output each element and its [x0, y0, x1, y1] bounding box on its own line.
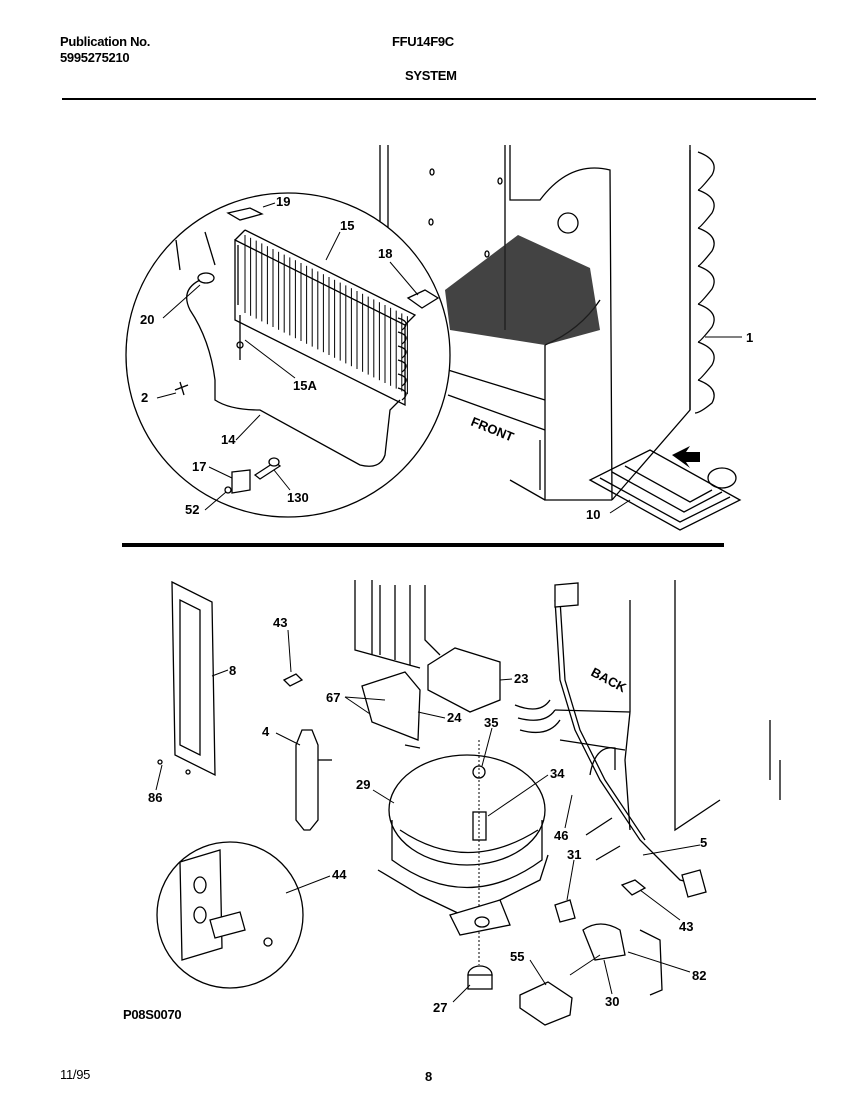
callout-14: 14 [221, 432, 236, 447]
part-55-cover [519, 981, 573, 1026]
footer-date: 11/95 [60, 1067, 91, 1082]
callout-27: 27 [433, 1000, 447, 1015]
callout-1: 1 [746, 330, 753, 345]
part-82-clip [639, 929, 663, 996]
diagram-code: P08S0070 [123, 1007, 182, 1022]
publication-number: 5995275210 [60, 50, 130, 65]
leader-lines-bottom [155, 629, 701, 1003]
part-18 [406, 289, 440, 309]
part-19 [226, 207, 264, 221]
leader-lines-top [156, 202, 742, 514]
plug-top [554, 582, 579, 608]
callout-86: 86 [148, 790, 162, 805]
part-4-drier [295, 729, 319, 831]
callout-43-bottom: 43 [679, 919, 693, 934]
footer-page: 8 [425, 1069, 432, 1084]
base-condenser [588, 449, 742, 531]
callout-34: 34 [550, 766, 565, 781]
callout-4: 4 [262, 724, 270, 739]
callout-18: 18 [378, 246, 392, 261]
callout-44: 44 [332, 867, 347, 882]
part-24-bracket [361, 671, 421, 741]
model-number: FFU14F9C [392, 34, 454, 49]
callout-20: 20 [140, 312, 154, 327]
evaporator-detail-circle [125, 192, 451, 518]
part-17 [231, 469, 251, 494]
part-30-overload [582, 923, 626, 961]
callout-46: 46 [554, 828, 568, 843]
callout-2: 2 [141, 390, 148, 405]
part-29-compressor [377, 744, 549, 916]
condenser-coil [689, 150, 715, 414]
callout-29: 29 [356, 777, 370, 792]
callout-15a: 15A [293, 378, 317, 393]
callout-55: 55 [510, 949, 524, 964]
callout-24: 24 [447, 710, 462, 725]
section-title: SYSTEM [405, 68, 457, 83]
callout-130: 130 [287, 490, 309, 505]
publication-label: Publication No. [60, 34, 151, 49]
evaporator-fins [244, 235, 408, 401]
callout-82: 82 [692, 968, 706, 983]
callout-10: 10 [586, 507, 600, 522]
callout-15: 15 [340, 218, 354, 233]
evaporator [234, 229, 417, 407]
callout-5: 5 [700, 835, 707, 850]
callout-67: 67 [326, 690, 340, 705]
part-23-relay [427, 647, 501, 713]
part-5-plug [681, 869, 707, 898]
callout-30: 30 [605, 994, 619, 1009]
callout-17: 17 [192, 459, 206, 474]
callout-23: 23 [514, 671, 528, 686]
section-divider [122, 543, 724, 547]
callout-8: 8 [229, 663, 236, 678]
part-43-clip-lower [620, 879, 647, 896]
header-rule [62, 98, 816, 100]
callout-35: 35 [484, 715, 498, 730]
part-2 [174, 381, 189, 396]
arrow-icon [672, 446, 700, 468]
callout-52: 52 [185, 502, 199, 517]
callout-43-top: 43 [273, 615, 287, 630]
callout-19: 19 [276, 194, 290, 209]
part-43-clip [282, 673, 304, 687]
part-8 [171, 580, 216, 777]
back-label: BACK [589, 664, 630, 695]
part-31 [554, 899, 576, 923]
callout-31: 31 [567, 847, 581, 862]
